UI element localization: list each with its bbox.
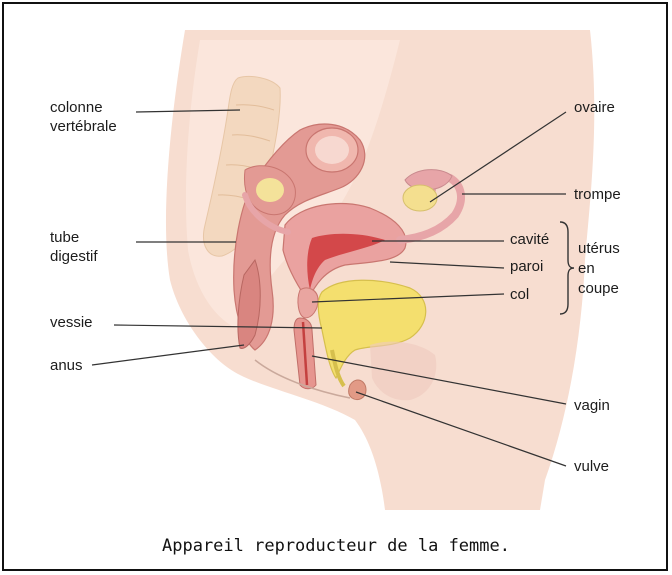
vulva bbox=[349, 380, 366, 400]
label-tube-digestif-1: tube bbox=[50, 229, 79, 246]
label-uterus-1: utérus bbox=[578, 240, 620, 257]
ovary bbox=[403, 185, 437, 211]
label-trompe: trompe bbox=[574, 186, 621, 203]
colon-lumen bbox=[315, 136, 349, 164]
label-col: col bbox=[510, 286, 529, 303]
label-uterus-2: en bbox=[578, 260, 595, 277]
label-vagin: vagin bbox=[574, 397, 610, 414]
label-vessie: vessie bbox=[50, 314, 93, 331]
label-paroi: paroi bbox=[510, 258, 543, 275]
label-anus: anus bbox=[50, 357, 83, 374]
bowel-loop-inner bbox=[256, 178, 284, 202]
label-cavite: cavité bbox=[510, 231, 549, 248]
label-uterus-3: coupe bbox=[578, 280, 619, 297]
label-tube-digestif-2: digestif bbox=[50, 248, 98, 265]
figure-caption: Appareil reproducteur de la femme. bbox=[0, 536, 672, 556]
label-colonne-vertebrale-1: colonne bbox=[50, 99, 103, 116]
label-vulve: vulve bbox=[574, 458, 609, 475]
label-colonne-vertebrale-2: vertébrale bbox=[50, 118, 117, 135]
label-ovaire: ovaire bbox=[574, 99, 615, 116]
